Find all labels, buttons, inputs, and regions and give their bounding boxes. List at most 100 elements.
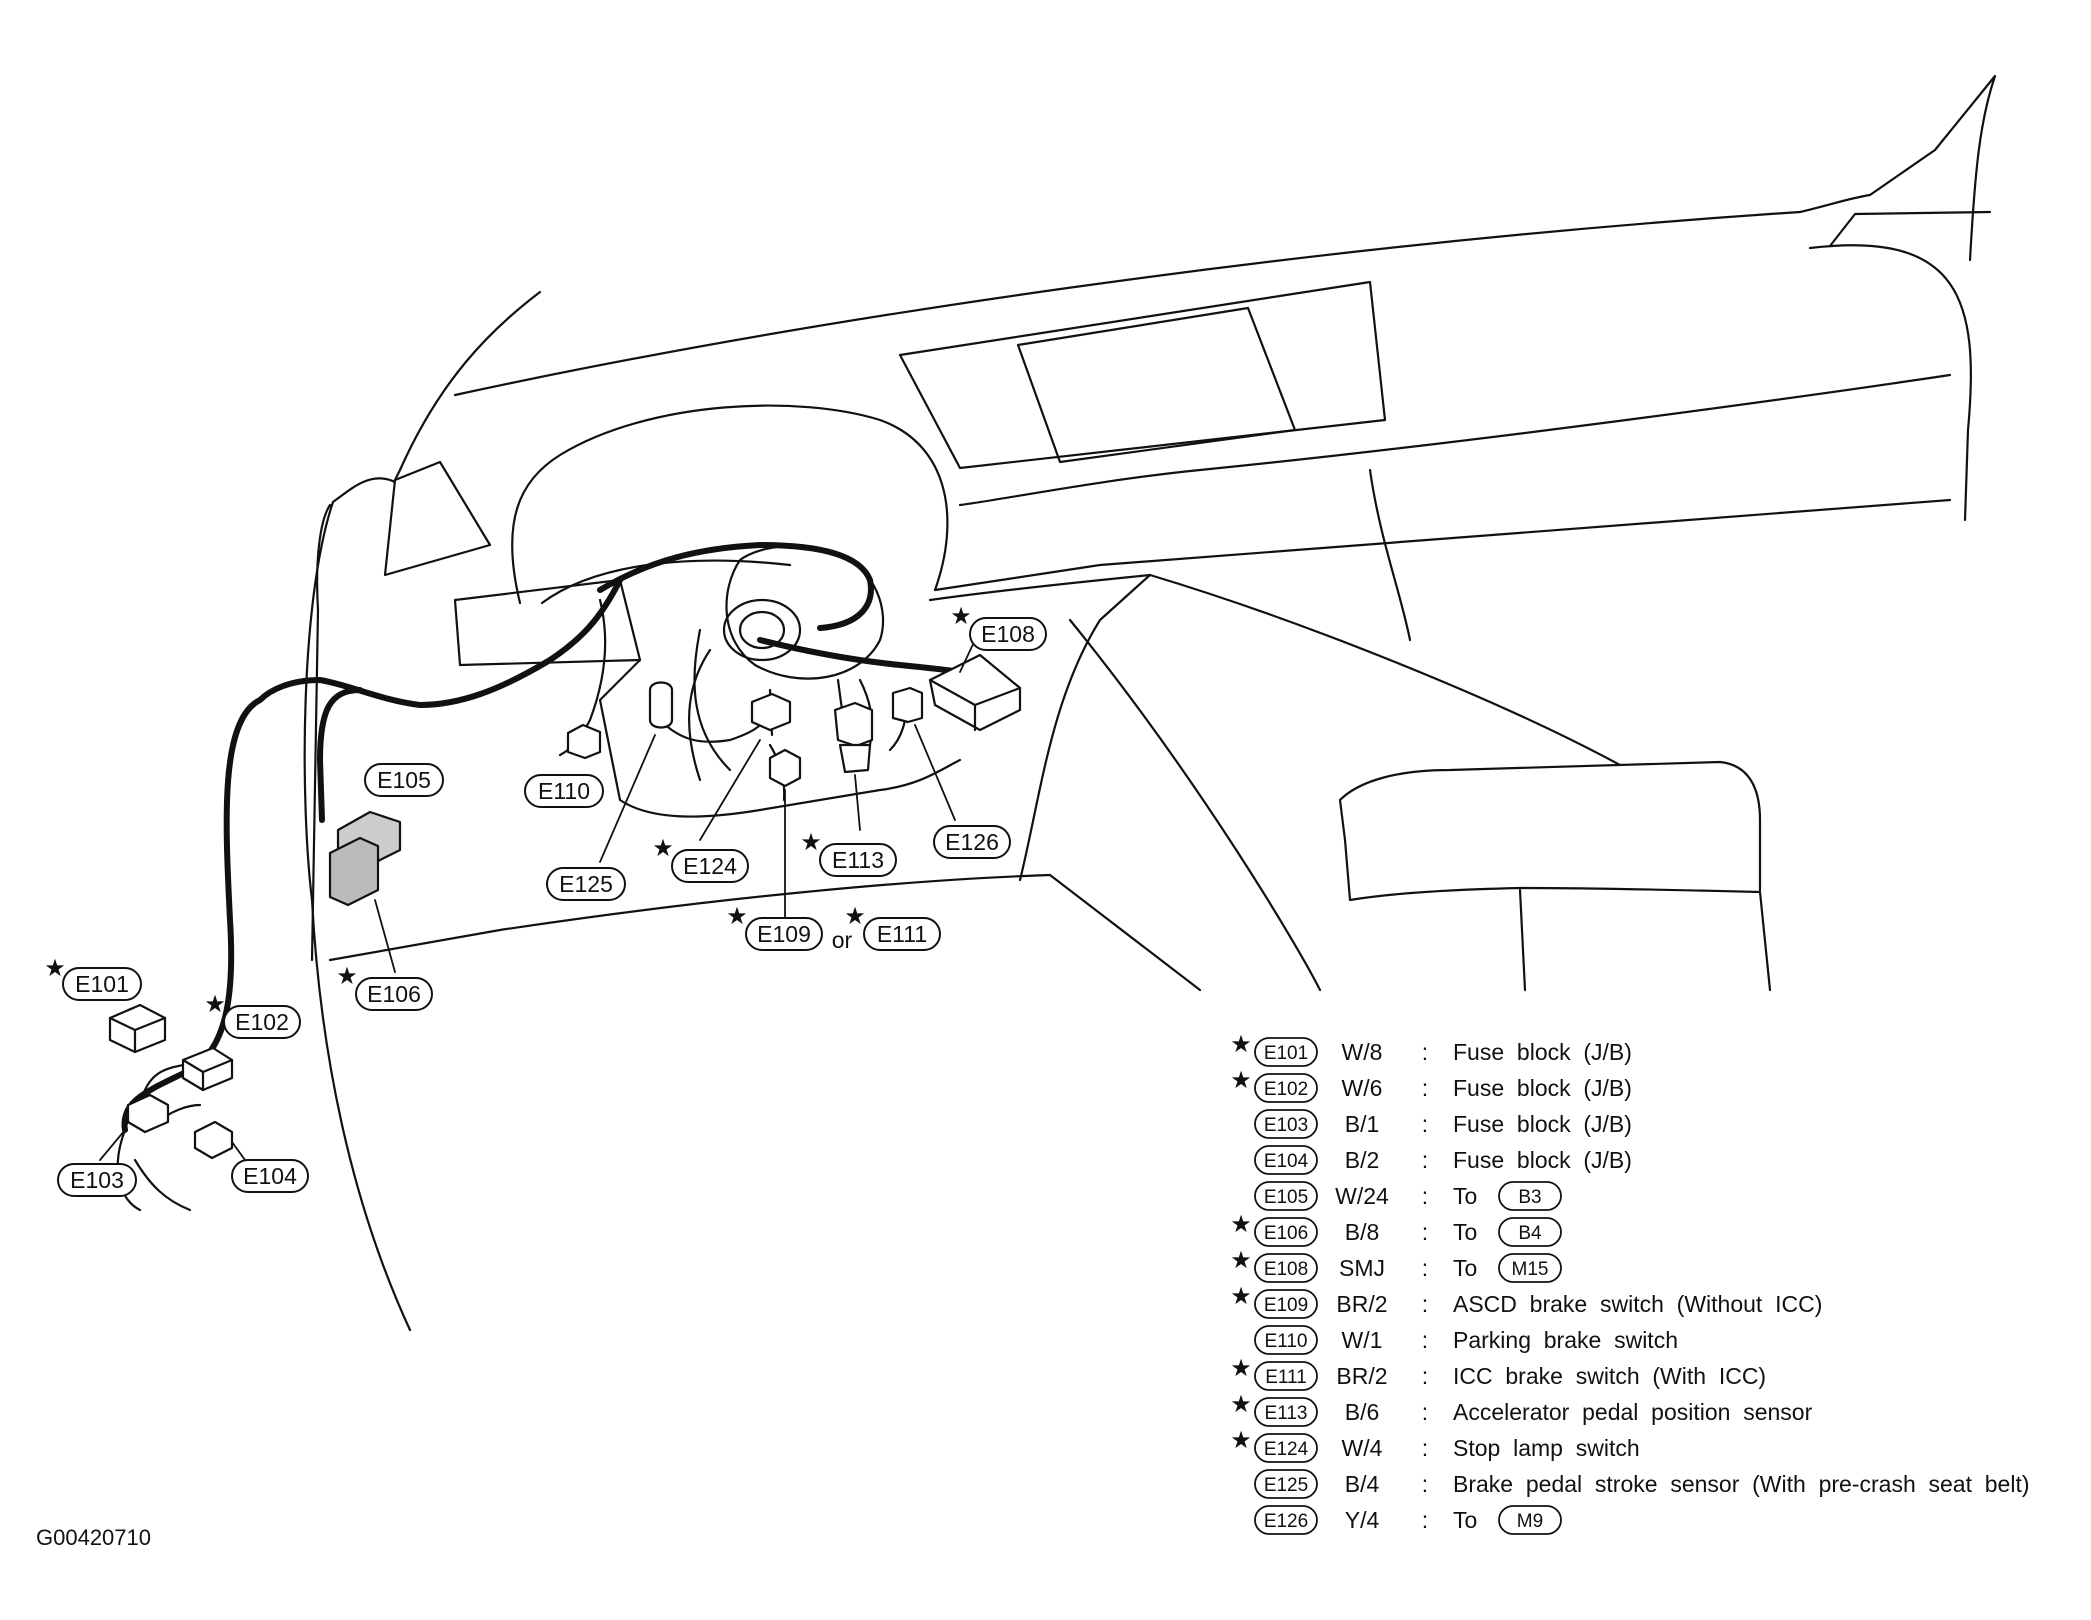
legend-to-code: M9: [1517, 1511, 1543, 1532]
label-E109: E109 ★: [726, 903, 823, 951]
legend-desc: Fuse block (J/B): [1453, 1075, 1632, 1101]
legend-to-code: B4: [1518, 1223, 1542, 1244]
svg-text:★: ★: [726, 903, 748, 930]
legend-code: E102: [1264, 1079, 1308, 1100]
legend-to-badge: [1498, 1181, 1562, 1211]
legend-sep: :: [1422, 1327, 1428, 1353]
legend-spec: B/2: [1345, 1147, 1380, 1173]
legend-to-code: M15: [1512, 1259, 1549, 1280]
label-E125: E125: [546, 867, 626, 901]
legend-code-badge: [1254, 1181, 1318, 1211]
label-E106-text: E106: [367, 981, 421, 1007]
label-E101-text: E101: [75, 971, 129, 997]
legend-spec: B/1: [1345, 1111, 1380, 1137]
svg-text:★: ★: [204, 991, 226, 1018]
legend-code-badge: [1254, 1325, 1318, 1355]
legend-spec: W/8: [1342, 1039, 1383, 1065]
legend-spec: BR/2: [1336, 1291, 1387, 1317]
legend-spec: SMJ: [1339, 1255, 1385, 1281]
legend-desc: To: [1453, 1507, 1477, 1533]
legend-spec: B/8: [1345, 1219, 1380, 1245]
label-E101: E101 ★: [44, 955, 142, 1001]
legend-star-icon: ★: [1230, 1031, 1252, 1058]
legend-code-badge: [1254, 1433, 1318, 1463]
legend-code: E126: [1264, 1511, 1308, 1532]
label-E124-text: E124: [683, 853, 737, 879]
legend-code: E110: [1265, 1331, 1308, 1352]
legend-sep: :: [1422, 1219, 1428, 1245]
label-E111-text: E111: [877, 921, 927, 947]
legend-code: E111: [1265, 1367, 1307, 1388]
label-E113-text: E113: [832, 847, 884, 873]
label-E104: E104: [231, 1159, 309, 1193]
legend-code-badge: [1254, 1253, 1318, 1283]
label-E113: E113 ★: [800, 829, 897, 877]
legend-code: E106: [1264, 1223, 1308, 1244]
legend-desc: To: [1453, 1219, 1477, 1245]
label-E105-text: E105: [377, 767, 431, 793]
label-E125-text: E125: [559, 871, 613, 897]
legend-to-code: B3: [1518, 1187, 1541, 1208]
legend-spec: BR/2: [1336, 1363, 1387, 1389]
legend-sep: :: [1422, 1435, 1428, 1461]
legend-spec: W/24: [1335, 1183, 1389, 1209]
legend-to-badge: [1498, 1217, 1562, 1247]
figure-id: G00420710: [36, 1525, 151, 1550]
legend-code-badge: [1254, 1037, 1318, 1067]
legend-desc: Parking brake switch: [1453, 1327, 1678, 1353]
legend-desc: ICC brake switch (With ICC): [1453, 1363, 1766, 1389]
svg-text:★: ★: [44, 955, 66, 982]
legend-to-badge: [1498, 1253, 1562, 1283]
legend-code: E113: [1265, 1403, 1308, 1424]
legend-code: E108: [1264, 1259, 1308, 1280]
legend-sep: :: [1422, 1255, 1428, 1281]
legend-star-icon: ★: [1230, 1283, 1252, 1310]
legend-code: E124: [1264, 1439, 1309, 1460]
legend-star-icon: ★: [1230, 1247, 1252, 1274]
legend-code: E125: [1264, 1475, 1308, 1496]
legend-desc: Fuse block (J/B): [1453, 1111, 1632, 1137]
svg-text:★: ★: [652, 835, 674, 862]
legend-desc: ASCD brake switch (Without ICC): [1453, 1291, 1822, 1317]
connector-shapes: [108, 653, 1022, 1160]
legend-code-badge: [1254, 1217, 1318, 1247]
legend-spec: B/4: [1345, 1471, 1380, 1497]
legend-code: E104: [1264, 1151, 1309, 1172]
legend-code: E103: [1264, 1115, 1308, 1136]
legend-spec: W/4: [1342, 1435, 1383, 1461]
legend-star-icon: ★: [1230, 1355, 1252, 1382]
legend-code: E101: [1264, 1043, 1308, 1064]
legend-sep: :: [1422, 1399, 1428, 1425]
legend-code: E109: [1264, 1295, 1308, 1316]
legend-sep: :: [1422, 1111, 1428, 1137]
legend-code-badge: [1254, 1469, 1318, 1499]
legend-spec: W/1: [1342, 1327, 1383, 1353]
label-E126-text: E126: [945, 829, 999, 855]
legend-desc: To: [1453, 1255, 1477, 1281]
legend-desc: Fuse block (J/B): [1453, 1039, 1632, 1065]
label-E103-text: E103: [70, 1167, 124, 1193]
legend-code-badge: [1254, 1073, 1318, 1103]
legend-row: ★ E101 W/8: Fuse block (J/B): [1230, 1031, 1632, 1067]
legend-code-badge: [1254, 1289, 1318, 1319]
label-E126: E126: [933, 825, 1011, 859]
diagram-labels: E101 ★ E102 ★ E103 E104 E105 E106 ★ E108…: [44, 603, 1047, 1197]
legend-row: E110 W/1: Parking brake switch: [1254, 1325, 1678, 1355]
main-harness: [121, 542, 963, 1133]
legend-star-icon: ★: [1230, 1211, 1252, 1238]
legend-to-badge: [1498, 1505, 1562, 1535]
legend-sep: :: [1422, 1039, 1428, 1065]
legend-code: E105: [1264, 1187, 1308, 1208]
label-E111: E111 ★: [844, 903, 941, 951]
branch-wires: [116, 598, 908, 1212]
legend-sep: :: [1422, 1471, 1428, 1497]
